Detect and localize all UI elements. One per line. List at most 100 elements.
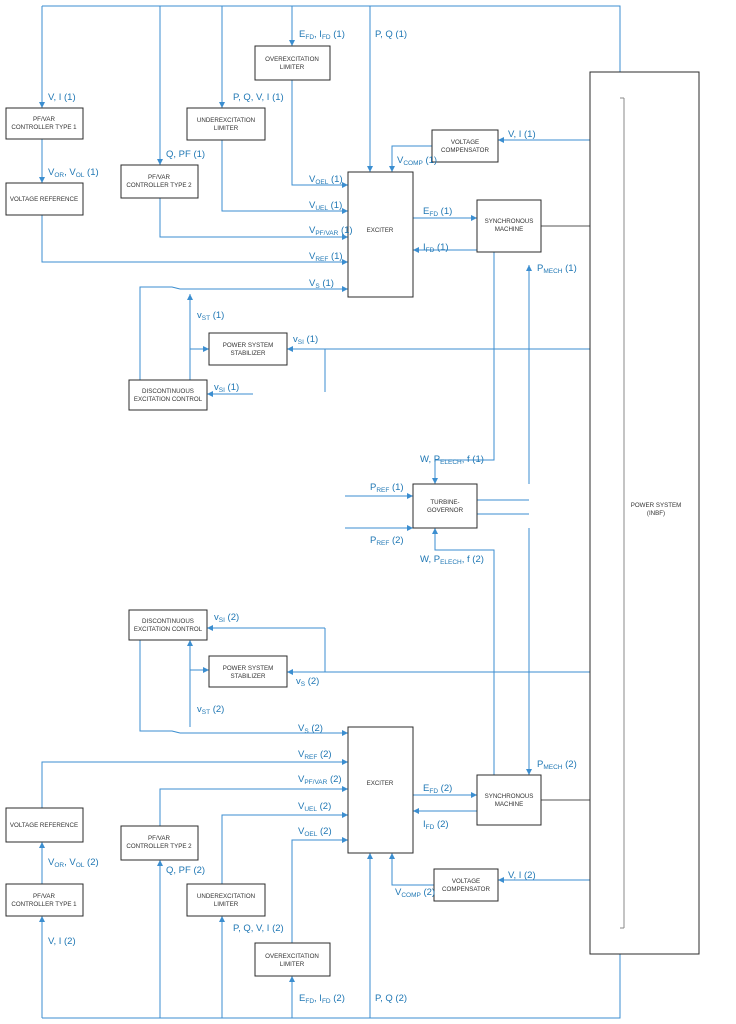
block-power-system-stabilizer-2: POWER SYSTEM STABILIZER [208, 655, 288, 688]
signal-subscript: COMP [401, 892, 421, 899]
signal-efd-2: EFD (2) [423, 783, 452, 795]
signal-vpfvar-1: VPF/VAR (1) [309, 225, 353, 237]
signal-subscript: S [304, 728, 309, 735]
label-line: CONTROLLER TYPE 1 [11, 901, 77, 908]
signal-text: (2) [327, 774, 341, 785]
signal-text: (2) [421, 887, 435, 898]
signal-text: V [395, 887, 402, 898]
signal-text: (1) [338, 225, 352, 236]
signal-text: P [370, 535, 376, 546]
signal-vsi-1: vSI (1) [214, 382, 239, 394]
signal-text: (2) [438, 783, 452, 794]
block-power-system-stabilizer-1: POWER SYSTEM STABILIZER [208, 332, 288, 366]
signal-text: v [214, 612, 219, 623]
signal-ifd-2: IFD (2) [423, 819, 449, 831]
signal-text: (1) [438, 206, 452, 217]
signal-text: V, I (2) [508, 870, 536, 881]
signal-text: V [298, 723, 305, 734]
signal-text: (1) [84, 167, 98, 178]
signal-subscript: REF [315, 256, 328, 263]
signal-vor-vol-2: VOR, VOL (2) [48, 857, 99, 869]
signal-text: (1) [389, 482, 403, 493]
label-line: STABILIZER [231, 673, 266, 680]
signal-efd-ifd-1: EFD, IFD (1) [299, 29, 345, 41]
signal-subscript: OL [76, 862, 85, 869]
signal-text: (2) [84, 857, 98, 868]
arrowheads [39, 40, 532, 982]
signal-text: v [197, 310, 202, 321]
signal-text: V [309, 200, 316, 211]
label-line: EXCITATION CONTROL [134, 626, 203, 633]
block-pfvar-controller-type1-2: PF/VAR CONTROLLER TYPE 1 [5, 883, 84, 917]
block-power-system: POWER SYSTEM (INBF) [589, 71, 700, 955]
signal-text: (1) [423, 155, 437, 166]
label-line: MACHINE [495, 226, 524, 233]
signal-efd-1: EFD (1) [423, 206, 452, 218]
block-voltage-reference-1: VOLTAGE REFERENCE [5, 182, 84, 216]
signal-text: V [309, 251, 316, 262]
signal-pref-1: PREF (1) [370, 482, 404, 494]
signal-text: (1) [225, 382, 239, 393]
signal-text: , f (1) [462, 454, 484, 465]
signal-subscript: S [301, 681, 306, 688]
signal-pq-1: P, Q (1) [375, 29, 407, 40]
signal-text: (2) [331, 993, 345, 1004]
signal-subscript: FD [426, 247, 435, 254]
signal-subscript: FD [305, 34, 314, 41]
signal-subscript: ST [202, 709, 210, 716]
signal-vi-1-right: V, I (1) [508, 129, 536, 140]
signal-text: P [370, 482, 376, 493]
signal-text: (2) [434, 819, 448, 830]
signal-text: , f (2) [462, 554, 484, 565]
signal-text: (1) [562, 263, 576, 274]
signal-text: V, I (1) [508, 129, 536, 140]
signal-text: V [309, 278, 316, 289]
block-pfvar-controller-type1-1: PF/VAR CONTROLLER TYPE 1 [5, 107, 84, 140]
signal-vpfvar-2: VPF/VAR (2) [298, 774, 342, 786]
signal-subscript: FD [426, 824, 435, 831]
signal-subscript: MECH [543, 764, 562, 771]
block-pfvar-controller-type2-2: PF/VAR CONTROLLER TYPE 2 [120, 825, 199, 861]
signal-subscript: UEL [304, 806, 317, 813]
signal-text: (1) [328, 200, 342, 211]
signal-text: v [293, 334, 298, 345]
signal-text: I [423, 819, 426, 830]
signal-text: (2) [225, 612, 239, 623]
signal-text: (2) [305, 676, 319, 687]
signal-text: P, Q (2) [375, 993, 407, 1004]
label-line: LIMITER [280, 961, 305, 968]
label-line: EXCITATION CONTROL [134, 396, 203, 403]
wires-top [41, 5, 621, 501]
block-overexcitation-limiter-1: OVEREXCITATION LIMITER [254, 45, 331, 81]
signal-subscript: SI [219, 387, 225, 394]
label-line: PF/VAR [148, 174, 170, 181]
label-line: VOLTAGE REFERENCE [10, 196, 78, 203]
signal-subscript: FD [305, 998, 314, 1005]
label-line: LIMITER [280, 64, 305, 71]
signal-text: P [537, 759, 543, 770]
signal-text: (1) [434, 242, 448, 253]
signal-vst-2: vST (2) [197, 704, 224, 716]
signal-subscript: OEL [315, 179, 328, 186]
signal-text: Q, PF (2) [166, 865, 205, 876]
signal-subscript: PF/VAR [315, 230, 338, 237]
signal-subscript: ST [202, 315, 210, 322]
signal-labels: EFD, IFD (1) P, Q (1) V, I (1) P, Q, V, … [48, 29, 577, 1005]
label-line: EXCITER [367, 780, 394, 787]
signal-text: P, Q, V, I (1) [233, 92, 284, 103]
signal-subscript: ELECH [440, 459, 462, 466]
label-line: (INBF) [647, 510, 665, 517]
signal-pmech-2: PMECH (2) [537, 759, 577, 771]
signal-text: V, I (2) [48, 936, 76, 947]
signal-subscript: SI [219, 617, 225, 624]
signal-text: (2) [317, 826, 331, 837]
signal-text: (1) [304, 334, 318, 345]
signal-text: (1) [331, 29, 345, 40]
signal-text: V [48, 167, 55, 178]
signal-subscript: FD [322, 34, 331, 41]
signal-subscript: FD [429, 211, 438, 218]
signal-text: (2) [317, 749, 331, 760]
block-voltage-compensator-2: VOLTAGE COMPENSATOR [433, 868, 499, 902]
label-line: PF/VAR [148, 835, 170, 842]
signal-subscript: COMP [403, 160, 423, 167]
